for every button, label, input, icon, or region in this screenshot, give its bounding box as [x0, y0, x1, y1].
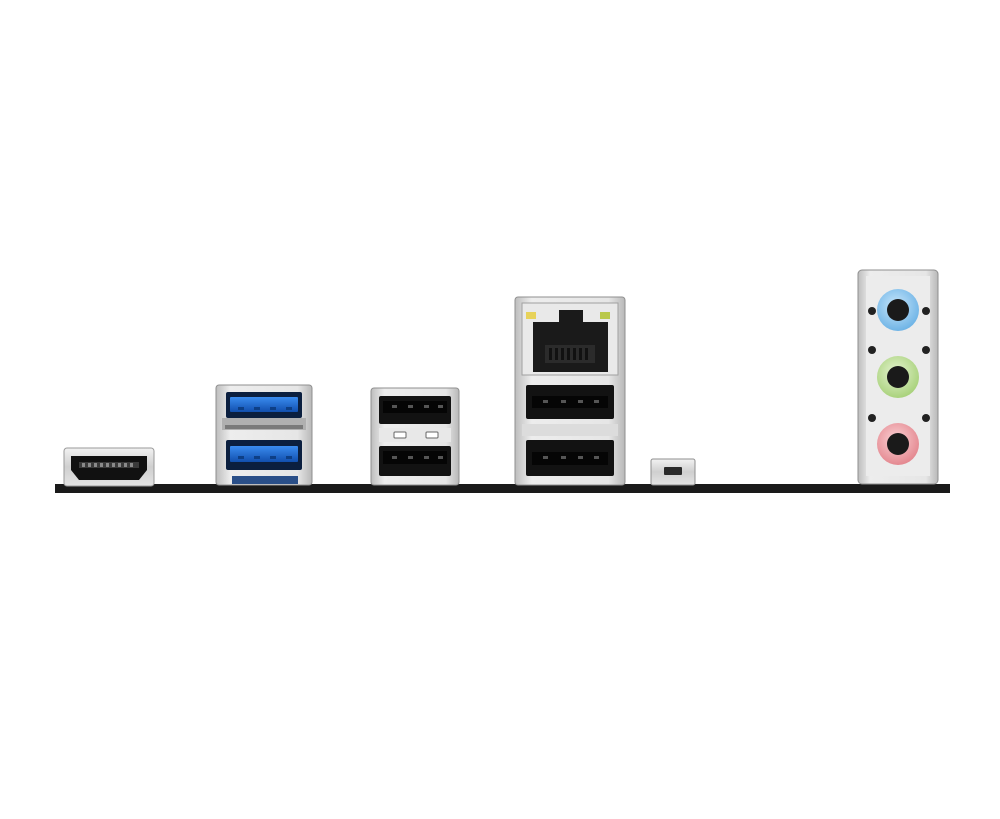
usb3-port-bottom: [226, 440, 302, 470]
hdmi-port: [63, 447, 155, 487]
usb-icon: [383, 451, 447, 464]
ethernet-port: [521, 302, 619, 376]
hdmi-icon: [82, 463, 133, 467]
usb-icon: [230, 397, 298, 412]
audio-jack-line-in: [877, 289, 919, 331]
usb3-port-stack: [215, 384, 313, 486]
button-icon: [664, 467, 682, 475]
usb2-port-stack: [370, 387, 460, 486]
usb-icon: [532, 396, 608, 408]
usb2-port-top: [379, 396, 451, 424]
usb2-port-bottom: [379, 446, 451, 476]
flash-bios-button: [650, 458, 696, 486]
usb3-port-top: [226, 392, 302, 418]
lan-usb-combo: [514, 296, 626, 486]
usb-port-under-lan-top: [526, 385, 614, 419]
usb-port-under-lan-bottom: [526, 440, 614, 476]
usb-icon: [383, 401, 447, 413]
audio-jack-line-out: [877, 356, 919, 398]
pcb-edge: [55, 484, 950, 493]
audio-jack-stack: [857, 269, 939, 485]
audio-jack-mic-in: [877, 423, 919, 465]
usb-icon: [532, 452, 608, 465]
usb-icon: [230, 446, 298, 462]
